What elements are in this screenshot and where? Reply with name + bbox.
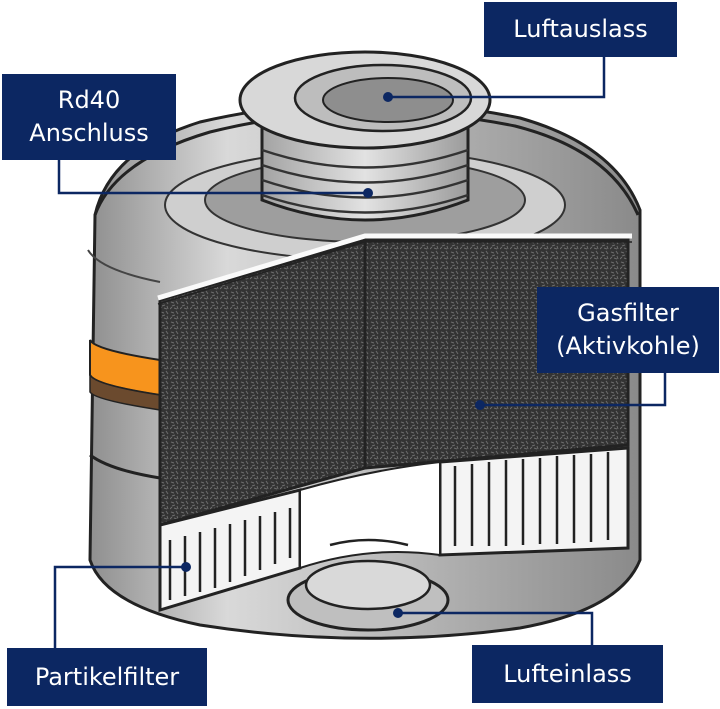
leader-gasfilter <box>480 373 667 407</box>
label-partikelfilter-text: Partikelfilter <box>34 662 180 691</box>
label-rd40-anschluss-text: Rd40 Anschluss <box>29 86 149 147</box>
label-rd40-anschluss: Rd40 Anschluss <box>2 74 176 160</box>
label-luftauslass-text: Luftauslass <box>513 15 648 43</box>
leader-lines <box>53 57 667 648</box>
label-gasfilter: Gasfilter (Aktivkohle) <box>537 287 719 373</box>
air-inlet <box>286 538 450 632</box>
label-partikelfilter: Partikelfilter <box>7 648 207 706</box>
leader-dots <box>181 92 485 618</box>
label-luftauslass: Luftauslass <box>484 2 677 57</box>
leader-anschluss <box>57 160 368 195</box>
dot-luftauslass <box>383 92 393 102</box>
particle-filter-pleats <box>158 446 630 613</box>
dot-anschluss <box>363 188 373 198</box>
label-lufteinlass: Lufteinlass <box>472 645 663 703</box>
label-gasfilter-text: Gasfilter (Aktivkohle) <box>556 299 700 360</box>
leader-partikelfilter <box>53 565 186 648</box>
leader-luftauslass <box>388 57 606 99</box>
leader-lufteinlass <box>398 611 594 645</box>
label-lufteinlass-text: Lufteinlass <box>503 659 632 688</box>
rd40-connector <box>238 50 492 222</box>
dot-lufteinlass <box>393 608 403 618</box>
dot-partikelfilter <box>181 562 191 572</box>
dot-gasfilter <box>475 400 485 410</box>
